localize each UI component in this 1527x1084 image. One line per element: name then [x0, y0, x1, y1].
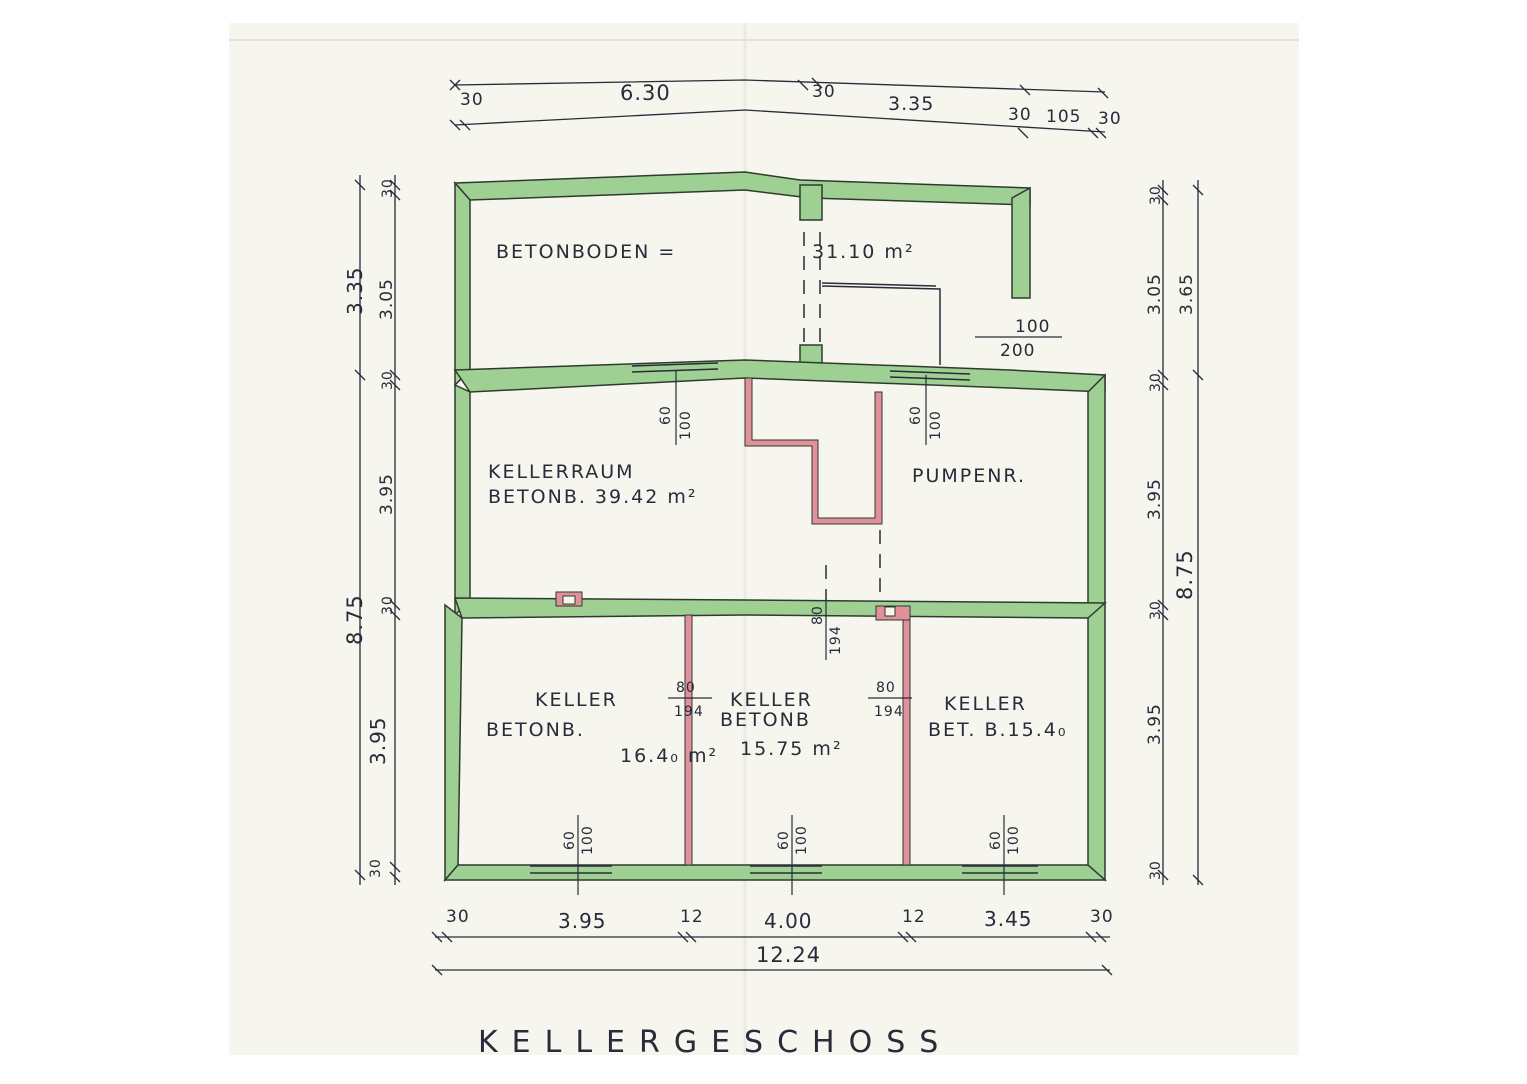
dim-right-r1: 3.05 [1145, 273, 1165, 315]
dim-bottom-f: 3.45 [984, 907, 1033, 931]
dim-right-outer-top: 3.65 [1177, 273, 1197, 315]
dim-top-a: 30 [460, 90, 484, 110]
dimension-lines [359, 79, 1199, 971]
partition-keller-1-2 [684, 614, 693, 866]
chimney-flue-left [562, 595, 576, 605]
label-keller-2-area: 15.75 m² [740, 738, 843, 760]
window-k1-width: 60 [562, 830, 578, 850]
dim-left-outer-bottom: 3.95 [366, 716, 390, 765]
dim-left-w3: 30 [380, 595, 396, 615]
dim-left-r1: 3.05 [377, 278, 397, 320]
dim-right-outer-total: 8.75 [1173, 549, 1197, 600]
dim-top-e: 30 [1008, 105, 1032, 125]
window-kellerraum-width: 60 [658, 405, 674, 425]
right-outer-wall [1087, 373, 1106, 882]
label-keller-2: KELLER [730, 689, 813, 711]
label-kellerraum: KELLERRAUM [488, 461, 635, 483]
dim-left-w2: 30 [380, 370, 396, 390]
dim-right-w4: 30 [1148, 860, 1164, 880]
window-pumpe-inner [889, 376, 971, 381]
label-betonboden: BETONBODEN = [496, 241, 676, 263]
door-entry-height: 200 [1000, 341, 1035, 361]
door-k1-width: 80 [676, 680, 696, 696]
dim-top-lower [454, 109, 1106, 133]
label-keller-3-sub: BET. B.15.4₀ [928, 719, 1067, 741]
label-keller-2-sub: BETONB [720, 709, 811, 731]
window-kellerraum-inner [631, 368, 719, 373]
top-room-right-wall [1011, 186, 1031, 299]
dim-top-b: 6.30 [620, 81, 671, 105]
window-pumpe [889, 370, 971, 375]
dim-bottom-e: 12 [902, 907, 926, 927]
door-mid-height: 194 [828, 625, 844, 655]
dim-bottom-a: 30 [446, 907, 470, 927]
dim-bottom-g: 30 [1090, 907, 1114, 927]
dim-bottom-d: 4.00 [764, 909, 813, 933]
top-room-divider-stub [799, 184, 823, 221]
dim-top-upper [454, 79, 1106, 93]
chimney-flue-right [884, 606, 896, 617]
door-mid-width: 80 [810, 605, 826, 625]
opening-markers [803, 232, 881, 600]
dim-top-f: 105 [1046, 107, 1081, 127]
exterior-walls [443, 171, 1107, 883]
partition-keller-2-3 [902, 614, 911, 866]
window-k2-height: 100 [794, 825, 810, 855]
label-keller-1-area: 16.4₀ m² [620, 745, 718, 767]
window-k1-height: 100 [580, 825, 596, 855]
pumpe-partition [744, 377, 883, 525]
stair-outline [821, 285, 941, 365]
label-keller-3: KELLER [944, 693, 1027, 715]
dim-left-outer-top: 3.35 [343, 266, 367, 315]
stair-outline-2 [821, 282, 937, 287]
wall-middle-lower [453, 597, 1107, 619]
dim-left-outer-total: 8.75 [343, 594, 367, 645]
left-outer-wall [454, 383, 471, 617]
door-k2-width: 80 [876, 680, 896, 696]
dim-right-r3: 3.95 [1145, 703, 1165, 745]
window-pumpe-width: 60 [908, 405, 924, 425]
door-k2-height: 194 [874, 704, 904, 720]
window-k3-height: 100 [1006, 825, 1022, 855]
dim-top-g: 30 [1098, 109, 1122, 129]
door-entry-width: 100 [1015, 317, 1050, 337]
dim-left-r2: 3.95 [377, 473, 397, 515]
dim-right-r2: 3.95 [1145, 478, 1165, 520]
label-kellerraum-area: BETONB. 39.42 m² [488, 486, 698, 508]
dim-top-c: 30 [812, 82, 836, 102]
dim-bottom-total: 12.24 [756, 943, 821, 967]
dim-bottom-c: 12 [680, 907, 704, 927]
dim-bottom-b: 3.95 [558, 909, 607, 933]
dim-right-w3: 30 [1148, 600, 1164, 620]
dim-right-w2: 30 [1148, 372, 1164, 392]
dim-right-w1: 30 [1148, 185, 1164, 205]
dim-top-d: 3.35 [888, 93, 934, 115]
label-betonboden-area: 31.10 m² [812, 241, 915, 263]
label-keller-1-sub: BETONB. [486, 719, 585, 741]
dim-left-w4: 30 [368, 858, 384, 878]
plan-title: KELLERGESCHOSS [478, 1025, 952, 1060]
window-kellerraum-height: 100 [678, 410, 694, 440]
windows [530, 362, 1038, 874]
dim-left-w1: 30 [380, 178, 396, 198]
window-pumpe-height: 100 [928, 410, 944, 440]
label-keller-1: KELLER [535, 689, 618, 711]
door-k1-height: 194 [674, 704, 704, 720]
window-kellerraum [631, 362, 719, 367]
top-room-left-wall [454, 181, 471, 387]
window-k2-width: 60 [776, 830, 792, 850]
dimension-ticks [354, 77, 1204, 976]
stair-lines [821, 282, 941, 365]
paper-background [229, 23, 1299, 1055]
window-k3-width: 60 [988, 830, 1004, 850]
label-pumpe: PUMPENR. [912, 465, 1026, 487]
